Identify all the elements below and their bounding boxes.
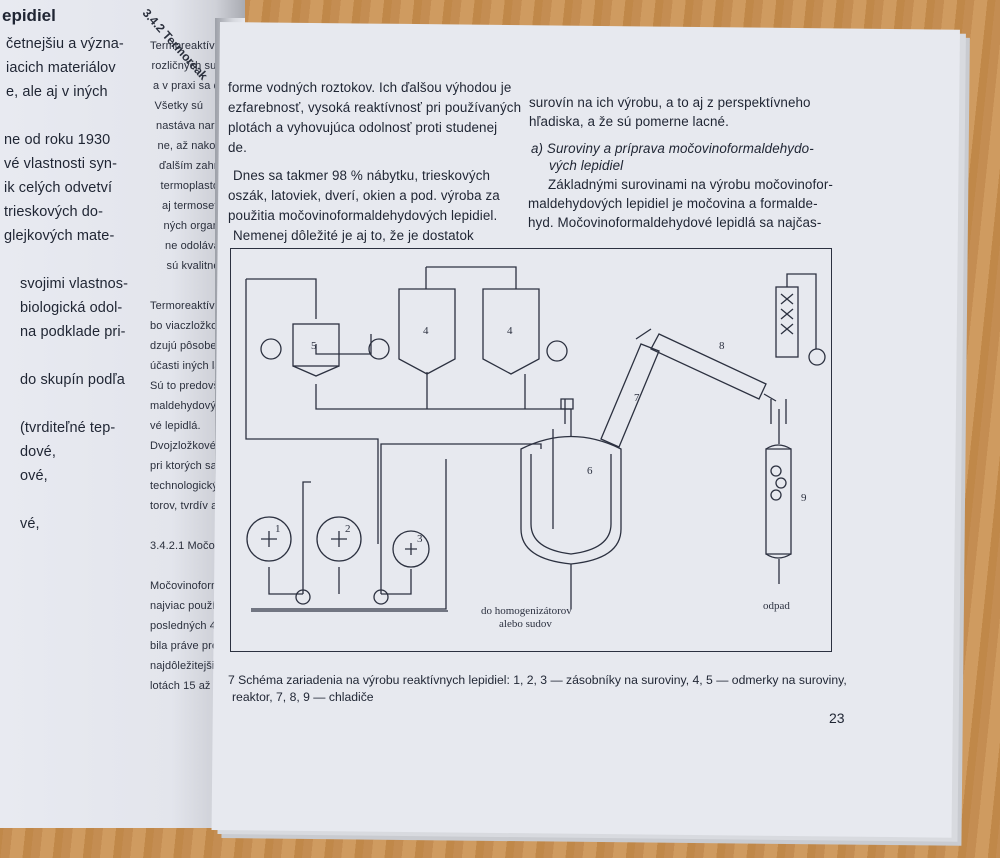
pump-1: [295, 589, 311, 605]
body-text-line: použitia močovinoformaldehydových lepidi…: [228, 208, 498, 223]
figure-caption-2: reaktor, 7, 8, 9 — chladiče: [232, 690, 374, 704]
col2-text-line: sú kvalitné: [166, 260, 220, 272]
label-9: 9: [801, 492, 807, 504]
pipe-pump-1: [268, 481, 311, 595]
label-5: 5: [311, 340, 317, 352]
left-text-line: četnejšiu a význa-: [6, 36, 124, 52]
section-a-heading-2: vých lepidiel: [549, 158, 624, 173]
left-text-line: glejkových mate-: [4, 228, 115, 244]
col2-text-line: Termoreaktívne: [150, 40, 228, 52]
pump-2: [373, 589, 389, 605]
label-7: 7: [634, 392, 640, 404]
tank-4b: [482, 288, 540, 375]
body-text-line: Dnes sa takmer 98 % nábytku, trieskových: [233, 168, 491, 183]
pipe-pump-3: [380, 443, 542, 595]
tank-4a: [398, 288, 456, 375]
left-text-line: do skupín podľa: [20, 372, 125, 388]
col2-text-line: lotách 15 až 180: [150, 680, 233, 692]
label-4b: 4: [507, 325, 513, 337]
left-text-line: e, ale aj v iných: [6, 84, 108, 100]
col2-text-line: maldehydových: [150, 400, 228, 412]
diagram-labels: 5 4 4 1 2 3 6 7 8 9 do homogenizátorov a…: [275, 325, 807, 630]
col2-text-line: Termoreaktívne: [150, 300, 228, 312]
label-8: 8: [719, 340, 725, 352]
tank-5: [292, 323, 340, 367]
left-text-line: ne od roku 1930: [4, 132, 111, 148]
left-page: epidiel četnejšiu a význa-iacich materiá…: [0, 0, 245, 828]
body-text-line: plotách a vyhovujúca odolnosť proti stud…: [228, 120, 498, 135]
label-2: 2: [345, 523, 351, 535]
condenser-8: [650, 333, 767, 400]
left-text-line: biologická odol-: [20, 300, 123, 316]
left-text-line: (tvrditeľné tep-: [20, 420, 116, 436]
left-text-line: ik celých odvetví: [4, 180, 113, 196]
label-1: 1: [275, 523, 281, 535]
gauge-3: [546, 340, 568, 362]
left-heading: epidiel: [2, 6, 56, 25]
body-text-line: de.: [228, 140, 247, 155]
label-6: 6: [587, 465, 593, 477]
body-text-line: oszák, latoviek, dverí, okien a pod. výr…: [228, 188, 500, 203]
section-a-heading-1: a) Suroviny a príprava močovinoformaldeh…: [531, 141, 814, 156]
col2-text-line: a v praxi sa do: [153, 80, 227, 92]
ground-line-left: [251, 459, 448, 612]
page-number: 23: [829, 710, 845, 726]
col2-line-2: hľadiska, a že sú pomerne lacné.: [529, 114, 729, 129]
gauge-2: [368, 338, 390, 360]
pipe-feed-top: [425, 266, 517, 289]
left-text-line: iacich materiálov: [6, 60, 116, 76]
left-text-line: vé,: [20, 516, 40, 532]
col2-text-line: bo viaczložkové: [150, 320, 230, 332]
left-text-line: vé vlastnosti syn-: [4, 156, 118, 172]
label-4a: 4: [423, 325, 429, 337]
label-3: 3: [417, 533, 423, 545]
body-text-line: ezfarebnosť, vysoká reaktívnosť pri použ…: [228, 100, 522, 115]
left-text-line: trieskových do-: [4, 204, 104, 220]
figure-caption-1: 7 Schéma zariadenia na výrobu reaktívnyc…: [228, 673, 847, 687]
gauge-1: [260, 338, 282, 360]
left-text-line: ové,: [20, 468, 48, 484]
body-text-line: Základnými surovinami na výrobu močovino…: [548, 177, 833, 192]
output-label-1: do homogenizátorov: [481, 605, 572, 617]
col2-text-line: vé lepidlá.: [150, 420, 201, 432]
col2-text-line: účasti iných látok: [150, 360, 236, 372]
col2-line-1: surovín na ich výrobu, a to aj z perspek…: [529, 95, 811, 110]
body-text-line: hyd. Močovinoformaldehydové lepidlá sa n…: [528, 215, 822, 230]
left-text-line: na podklade pri-: [20, 324, 126, 340]
supply-tank-2: [316, 516, 362, 562]
col2-text-line: dzujú pôsobením: [150, 340, 236, 352]
body-text-line: forme vodných roztokov. Ich ďalšou výhod…: [228, 80, 512, 95]
waste-label: odpad: [763, 600, 790, 612]
body-text-line: Nemenej dôležité je aj to, že je dostato…: [233, 228, 474, 243]
condenser-7: [600, 343, 660, 448]
supply-tank-3: [392, 530, 430, 568]
diagram-svg: [245, 266, 826, 612]
body-text-line: maldehydových lepidiel je močovina a for…: [528, 196, 818, 211]
left-text-line: svojimi vlastnos-: [20, 276, 129, 292]
col2-text-line: Všetky sú: [154, 100, 204, 112]
left-text-line: dové,: [20, 444, 56, 460]
reactor-6: [520, 435, 622, 565]
pipe-loop: [245, 279, 379, 544]
process-diagram: 5 4 4 1 2 3 6 7 8 9 do homogenizátorov a…: [230, 248, 832, 652]
col2-text-line: Dvojzložkové: [150, 440, 217, 452]
output-label-2: alebo sudov: [499, 618, 552, 630]
supply-tank-1: [246, 516, 292, 562]
